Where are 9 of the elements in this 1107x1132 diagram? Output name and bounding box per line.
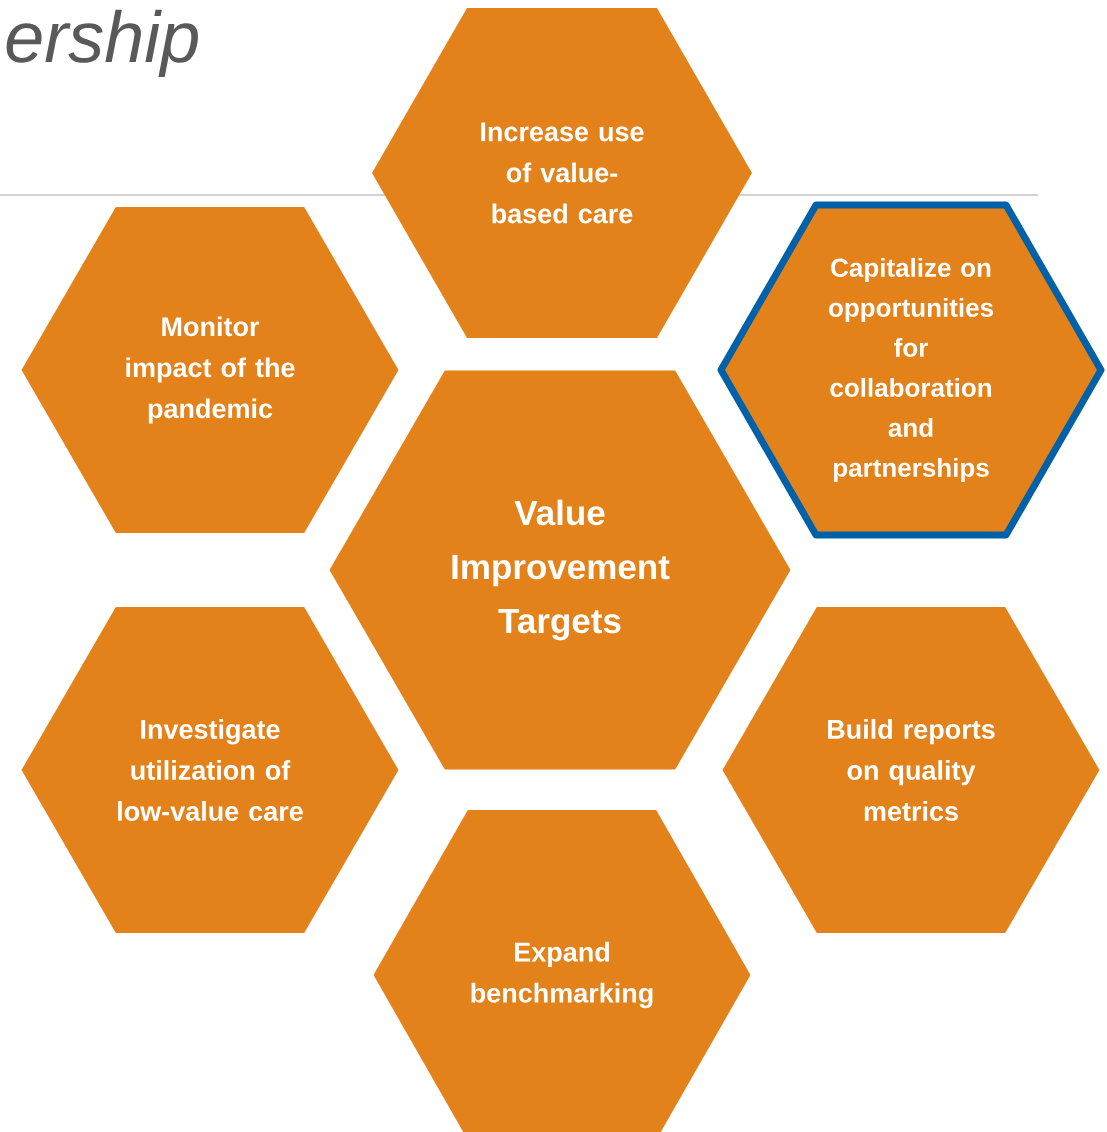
node-label: Value Improvement Targets <box>452 499 670 641</box>
hexagon: Increase use of value-based care <box>372 8 752 338</box>
hexagon: Expand benchmarking <box>373 810 751 1132</box>
hexagon: Monitor impact of the pandemic <box>21 207 399 533</box>
hexagon: Build reports on quality metrics <box>722 607 1100 933</box>
title: ership <box>6 9 198 77</box>
hexagon: Investigate utilization of low-value care <box>21 607 399 933</box>
hexagon: Capitalize on opportunities for collaboration and partnerships <box>717 201 1105 539</box>
hexagon: Value Improvement Targets <box>329 370 791 770</box>
